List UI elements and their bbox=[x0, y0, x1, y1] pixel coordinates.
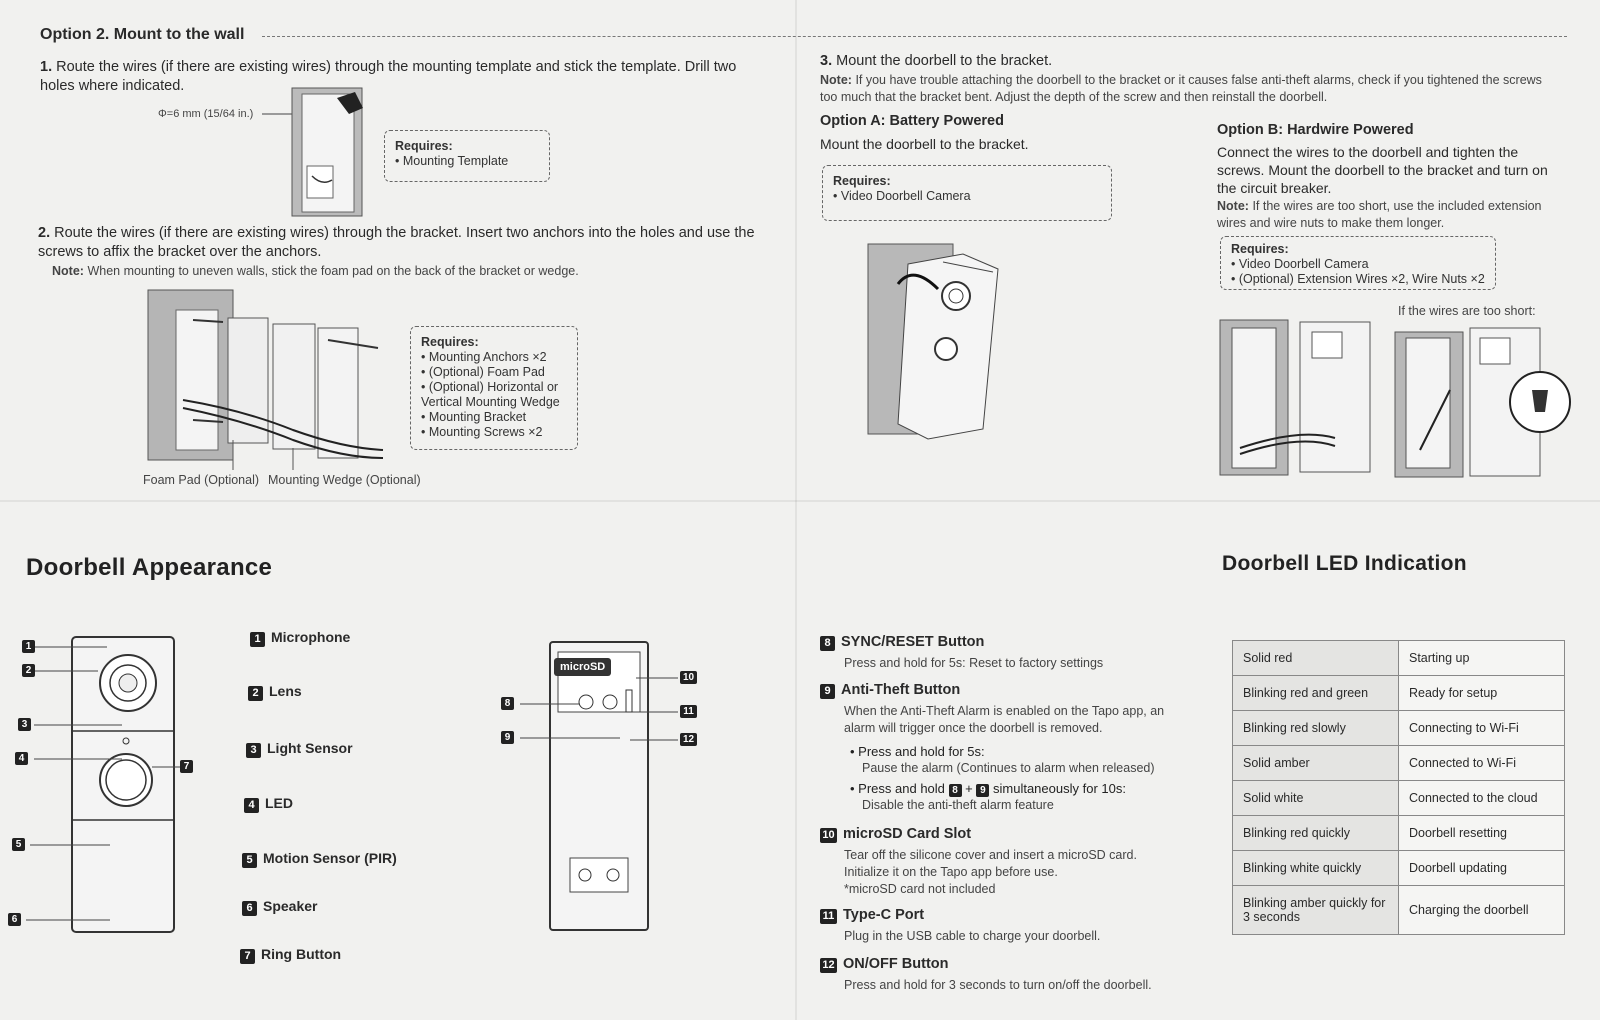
wall-section-title: Option 2. Mount to the wall bbox=[40, 26, 245, 43]
callout-3: 3 bbox=[18, 718, 31, 731]
paper-fold-vertical bbox=[795, 0, 797, 1020]
wall-step-2: 2. Route the wires (if there are existin… bbox=[38, 225, 755, 260]
callout-9: 9 bbox=[501, 731, 514, 744]
requires-box-template: Requires: • Mounting Template bbox=[384, 130, 550, 182]
section-divider bbox=[262, 36, 1567, 37]
callout-2: 2 bbox=[22, 664, 35, 677]
foam-pad-label: Foam Pad (Optional) bbox=[143, 473, 260, 487]
template-drill-illustration bbox=[262, 87, 363, 217]
option-b-note: Note: If the wires are too short, use th… bbox=[1217, 199, 1542, 230]
requires-box-bracket: Requires: • Mounting Anchors ×2 • (Optio… bbox=[410, 326, 578, 450]
wires-too-short-label: If the wires are too short: bbox=[1398, 304, 1536, 318]
callout-11: 11 bbox=[680, 705, 697, 718]
callout-7: 7 bbox=[180, 760, 193, 773]
led-title: Doorbell LED Indication bbox=[1222, 552, 1467, 575]
requires-box-option-b: Requires: • Video Doorbell Camera • (Opt… bbox=[1220, 236, 1496, 290]
callout-5: 5 bbox=[12, 838, 25, 851]
callout-4: 4 bbox=[15, 752, 28, 765]
microsd-card: microSD bbox=[554, 658, 612, 676]
callout-12: 12 bbox=[680, 733, 697, 746]
option-b-title: Option B: Hardwire Powered bbox=[1217, 122, 1414, 138]
option-a-text: Mount the doorbell to the bracket. bbox=[820, 136, 1029, 152]
wall-step-1: 1. Route the wires (if there are existin… bbox=[40, 59, 737, 94]
step-3-note: Note: If you have trouble attaching the … bbox=[820, 73, 1542, 104]
hardwire-illustration bbox=[1219, 319, 1571, 478]
paper-fold-horizontal bbox=[0, 500, 1600, 502]
wall-step-2-note: Note: When mounting to uneven walls, sti… bbox=[52, 264, 579, 278]
doorbell-back-diagram bbox=[520, 641, 678, 931]
callout-8: 8 bbox=[501, 697, 514, 710]
drill-size-label: Φ=6 mm (15/64 in.) bbox=[158, 108, 254, 120]
callout-1: 1 bbox=[22, 640, 35, 653]
doorbell-mount-illustration bbox=[867, 243, 999, 440]
mounting-wedge-label: Mounting Wedge (Optional) bbox=[268, 473, 421, 487]
bracket-assembly-illustration bbox=[147, 289, 384, 470]
callout-10: 10 bbox=[680, 671, 697, 684]
doorbell-front-diagram bbox=[26, 636, 182, 933]
requires-box-option-a: Requires: • Video Doorbell Camera bbox=[822, 165, 1112, 221]
callout-6: 6 bbox=[8, 913, 21, 926]
option-b-text: Connect the wires to the doorbell and ti… bbox=[1217, 144, 1548, 196]
step-3: 3. Mount the doorbell to the bracket. bbox=[820, 53, 1053, 69]
appearance-title: Doorbell Appearance bbox=[26, 554, 273, 581]
option-a-title: Option A: Battery Powered bbox=[820, 113, 1004, 129]
